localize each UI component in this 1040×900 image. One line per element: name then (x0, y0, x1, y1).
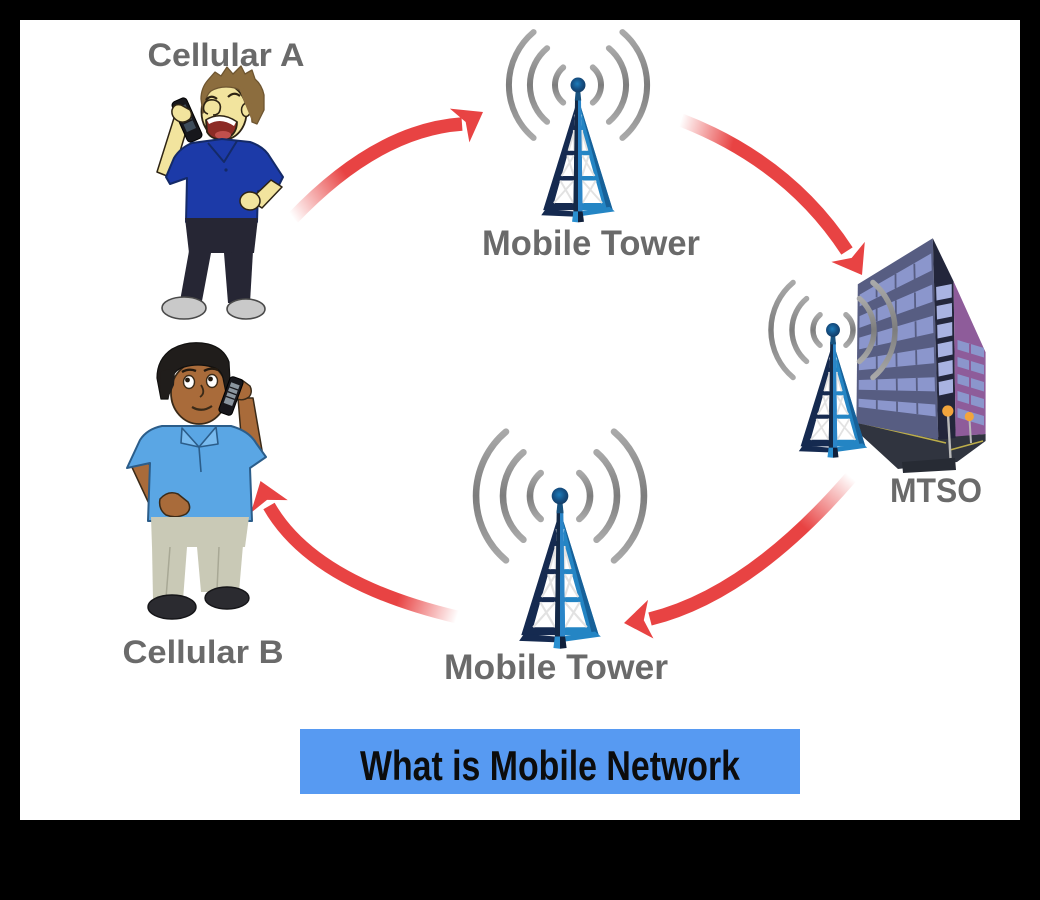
svg-text:Cellular B: Cellular B (123, 634, 284, 670)
svg-text:Mobile Tower: Mobile Tower (444, 648, 668, 687)
svg-text:Mobile Tower: Mobile Tower (482, 224, 700, 263)
svg-text:Cellular A: Cellular A (148, 37, 305, 73)
svg-text:MTSO: MTSO (890, 472, 982, 510)
svg-text:What is Mobile Network: What is Mobile Network (360, 742, 741, 789)
